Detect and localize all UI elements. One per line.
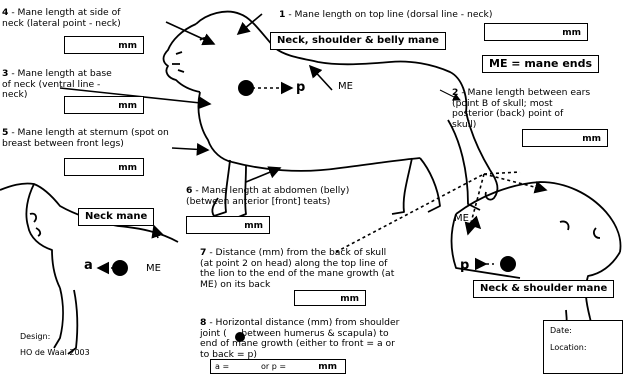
item-2-field[interactable]: mm [522, 129, 608, 147]
marker-me-main: ME [338, 82, 353, 92]
label-neck-shoulder-belly: Neck, shoulder & belly mane [270, 32, 446, 50]
shoulder-joint-dot-right [500, 256, 516, 272]
date-location-box[interactable]: Date: Location: [543, 320, 623, 374]
item-1-field[interactable]: mm [484, 23, 588, 41]
item-8-field[interactable]: a = or p = mm [210, 359, 346, 374]
shoulder-joint-dot-main [238, 80, 254, 96]
item-5-text: 5 - Mane length at sternum (spot on brea… [2, 128, 169, 149]
marker-me-right: ME [454, 214, 469, 224]
marker-p-main: p [296, 80, 305, 95]
marker-p-right: p [460, 258, 469, 273]
item-7-text: 7 - Distance (mm) from the back of skull… [200, 248, 394, 290]
label-neck-shoulder-mane: Neck & shoulder mane [473, 280, 614, 298]
item-7-field[interactable]: mm [294, 290, 366, 306]
location-label: Location: [550, 343, 587, 353]
item-6-text: 6 - Mane length at abdomen (belly) (betw… [186, 186, 349, 207]
shoulder-joint-dot-left [112, 260, 128, 276]
design-author: HO de Waal 2003 [20, 348, 90, 358]
marker-a-left: a [84, 258, 93, 273]
marker-me-left: ME [146, 264, 161, 274]
item-1-text: 1 - Mane length on top line (dorsal line… [279, 10, 492, 21]
item-4-text: 4 - Mane length at side of neck (lateral… [2, 8, 121, 29]
item-2-text: 2 - Mane length between ears (point B of… [452, 88, 590, 130]
item-4-field[interactable]: mm [64, 36, 144, 54]
date-label: Date: [550, 326, 572, 336]
label-me-definition: ME = mane ends [482, 55, 599, 73]
item-8-text: 8 - Horizontal distance (mm) from should… [200, 318, 399, 360]
item-6-field[interactable]: mm [186, 216, 270, 234]
item-5-field[interactable]: mm [64, 158, 144, 176]
item-3-field[interactable]: mm [64, 96, 144, 114]
label-neck-mane: Neck mane [78, 208, 154, 226]
design-label: Design: [20, 332, 50, 342]
